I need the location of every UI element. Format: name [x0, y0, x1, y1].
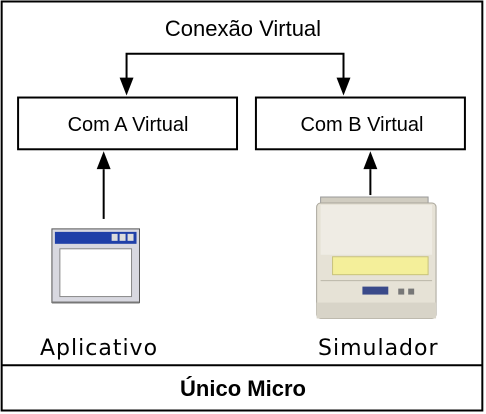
- com-b-label: Com B Virtual: [300, 114, 424, 136]
- arrow-to-com-b: [336, 77, 351, 96]
- virtual-connection-label: Conexão Virtual: [164, 16, 322, 41]
- footer-title: Único Micro: [180, 376, 306, 401]
- application-label: Aplicativo: [40, 336, 159, 361]
- arrow-to-com-a: [119, 77, 134, 96]
- application-window-icon: [51, 228, 140, 304]
- simulator-label: Simulador: [318, 336, 439, 361]
- com-b-box: [254, 96, 466, 151]
- com-a-box: [17, 96, 239, 151]
- com-a-label: Com A Virtual: [67, 114, 189, 136]
- arrow-simulator-to-com-b: [363, 151, 378, 170]
- arrow-app-to-com-a: [96, 151, 111, 170]
- printer-simulator-icon: [316, 196, 437, 319]
- virtual-connection-line: [125, 52, 345, 80]
